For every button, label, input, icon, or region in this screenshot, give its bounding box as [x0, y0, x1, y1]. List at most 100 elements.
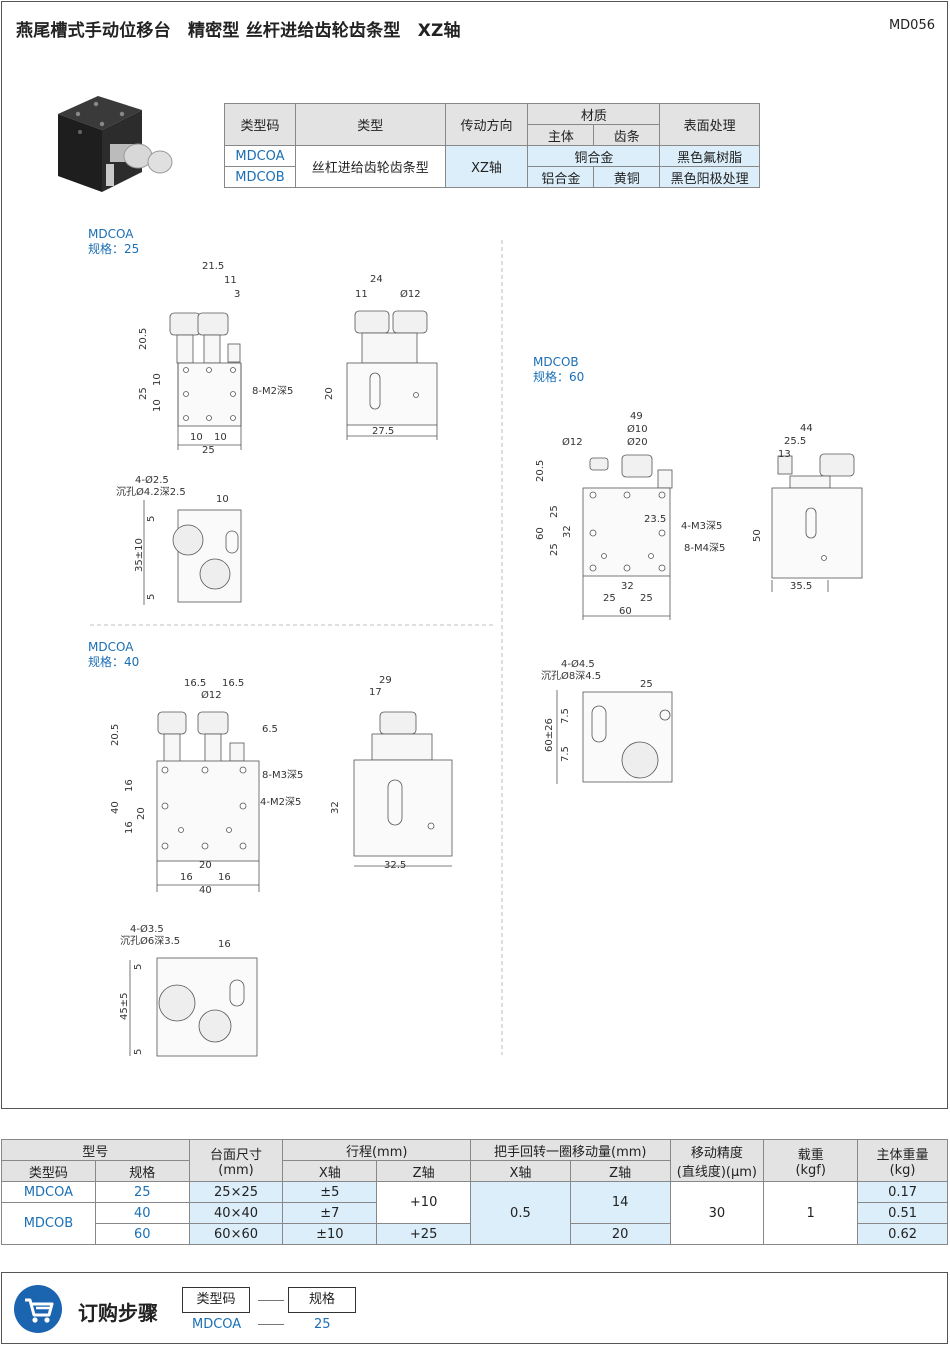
size-a25: 规格：25 — [88, 242, 140, 256]
dim-a25-d5: 25 — [138, 387, 149, 400]
note-a25-1: 8-M2深5 — [252, 385, 293, 397]
handle-z-a: 14 — [569, 1181, 671, 1224]
note-a40-2: 4-M2深5 — [260, 796, 301, 808]
order-connector-line — [258, 1300, 284, 1301]
dim-a40-s1: 29 — [379, 675, 392, 686]
accuracy: 30 — [669, 1181, 765, 1245]
handle-x: 0.5 — [470, 1181, 571, 1245]
dim-a25-d8: 10 — [190, 432, 203, 443]
h-load-text: 载重 — [797, 1147, 824, 1163]
dim-b60-s4: 50 — [752, 529, 763, 542]
h-accuracy: 移动精度 (直线度)(μm) — [669, 1139, 765, 1182]
dim-a25-d7: 10 — [152, 399, 163, 412]
h-model: 型号 — [1, 1139, 190, 1161]
row1-weight: 0.17 — [857, 1181, 948, 1203]
row2-weight: 0.51 — [857, 1202, 948, 1224]
col-drive: 传动方向 — [444, 103, 529, 146]
cart-icon — [14, 1285, 62, 1333]
row-code-a: MDCOA — [1, 1181, 96, 1203]
dim-a40-d10: 20 — [199, 860, 212, 871]
dim-b60-b4: 7.5 — [560, 708, 571, 724]
row3-z: +25 — [376, 1223, 472, 1245]
rack-b: 黄铜 — [593, 166, 661, 188]
col-rack: 齿条 — [593, 124, 661, 146]
order-value-spec: 25 — [314, 1317, 331, 1332]
dim-a25-d2: 11 — [224, 275, 237, 286]
h-stroke: 行程(mm) — [282, 1139, 472, 1161]
dim-a40-d4: 6.5 — [262, 724, 278, 735]
dim-b60-s1: 44 — [800, 423, 813, 434]
model-a25: MDCOA — [88, 227, 134, 241]
note-b60-2: 8-M4深5 — [684, 542, 725, 554]
label-a25: MDCOA 规格：25 — [88, 227, 139, 257]
dim-b60-d2: Ø10 — [627, 423, 648, 435]
dim-a25-s5: 27.5 — [372, 426, 394, 437]
dim-b60-s3: 13 — [778, 449, 791, 460]
type-value: 丝杠进给齿轮齿条型 — [294, 145, 446, 188]
model-b60: MDCOB — [533, 355, 579, 369]
dim-b60-b5: 60±26 — [544, 718, 555, 752]
order-steps: 订购步骤 类型码 规格 MDCOA 25 — [1, 1272, 948, 1344]
page-code: MD056 — [888, 18, 935, 33]
dim-a40-d9: 16 — [124, 821, 135, 834]
row3-weight: 0.62 — [857, 1223, 948, 1245]
dim-a40-d11: 16 — [180, 872, 193, 883]
technical-drawings: 21.5 11 3 20.5 25 10 10 10 10 25 8-M2深5 … — [90, 240, 863, 1057]
dim-b60-b3: 25 — [640, 679, 653, 690]
row3-spec: 60 — [94, 1223, 190, 1245]
row3-size: 60×60 — [188, 1223, 284, 1245]
surface-b: 黑色阳极处理 — [659, 166, 760, 188]
dim-a40-b6: 5 — [133, 1049, 144, 1055]
size-b60: 规格：60 — [533, 370, 585, 384]
product-photo — [58, 96, 173, 192]
label-a40: MDCOA 规格：40 — [88, 640, 139, 670]
dim-b60-s2: 25.5 — [784, 436, 806, 447]
dim-b60-d14: 60 — [619, 606, 632, 617]
dim-a40-d7: 16 — [124, 779, 135, 792]
dim-a25-d9: 10 — [214, 432, 227, 443]
dim-a40-b4: 5 — [133, 964, 144, 970]
h-handle-z: Z轴 — [569, 1160, 671, 1182]
dim-b60-d12: 25 — [603, 593, 616, 604]
note-a40-1: 8-M3深5 — [262, 769, 303, 781]
dim-b60-d10: 23.5 — [644, 514, 666, 525]
dim-a40-d3: Ø12 — [201, 689, 222, 701]
dim-a40-b5: 45±5 — [119, 993, 130, 1020]
dim-b60-d7: 60 — [535, 527, 546, 540]
dim-a25-b2: 沉孔Ø4.2深2.5 — [116, 485, 186, 498]
row2-size: 40×40 — [188, 1202, 284, 1224]
type-code-a: MDCOA — [224, 145, 296, 167]
h-weight-text: 主体重量 — [876, 1147, 929, 1163]
type-code-b: MDCOB — [224, 166, 296, 188]
dim-a25-d10: 25 — [202, 445, 215, 456]
dim-b60-b2: 沉孔Ø8深4.5 — [541, 669, 601, 682]
dim-a40-b2: 沉孔Ø6深3.5 — [120, 934, 180, 947]
dim-a40-d2: 16.5 — [222, 678, 244, 689]
order-box-type-code: 类型码 — [182, 1287, 250, 1313]
label-b60: MDCOB 规格：60 — [533, 355, 584, 385]
model-a40: MDCOA — [88, 640, 134, 654]
page-title: 燕尾槽式手动位移台 精密型 丝杆进给齿轮齿条型 XZ轴 — [16, 21, 461, 41]
dim-b60-b1: 4-Ø4.5 — [561, 658, 595, 670]
h-load: 载重 (kgf) — [763, 1139, 859, 1182]
dim-a40-d5: 20.5 — [110, 724, 121, 746]
dim-a25-b5: 35±10 — [134, 538, 145, 572]
dim-a40-b3: 16 — [218, 939, 231, 950]
spec-table: 类型码 类型 传动方向 材质 表面处理 主体 齿条 MDCOA 丝杠进给齿轮齿条… — [224, 103, 760, 188]
dim-a25-s1: 24 — [370, 274, 383, 285]
dim-b60-d13: 25 — [640, 593, 653, 604]
h-stroke-z: Z轴 — [376, 1160, 472, 1182]
h-weight-unit: (kg) — [889, 1162, 916, 1178]
load: 1 — [763, 1181, 859, 1245]
dim-b60-s5: 35.5 — [790, 581, 812, 592]
h-table-size: 台面尺寸 (mm) — [188, 1139, 284, 1182]
z-a: +10 — [376, 1181, 472, 1224]
dim-a25-s2: 11 — [355, 289, 368, 300]
order-value-code: MDCOA — [192, 1317, 242, 1332]
h-table-size-unit: (mm) — [218, 1162, 254, 1178]
h-load-unit: (kgf) — [795, 1162, 826, 1178]
handle-z-b: 20 — [569, 1223, 671, 1245]
dim-a25-b3: 10 — [216, 494, 229, 505]
dim-a25-d6: 10 — [152, 373, 163, 386]
dim-a25-b1: 4-Ø2.5 — [135, 474, 169, 486]
